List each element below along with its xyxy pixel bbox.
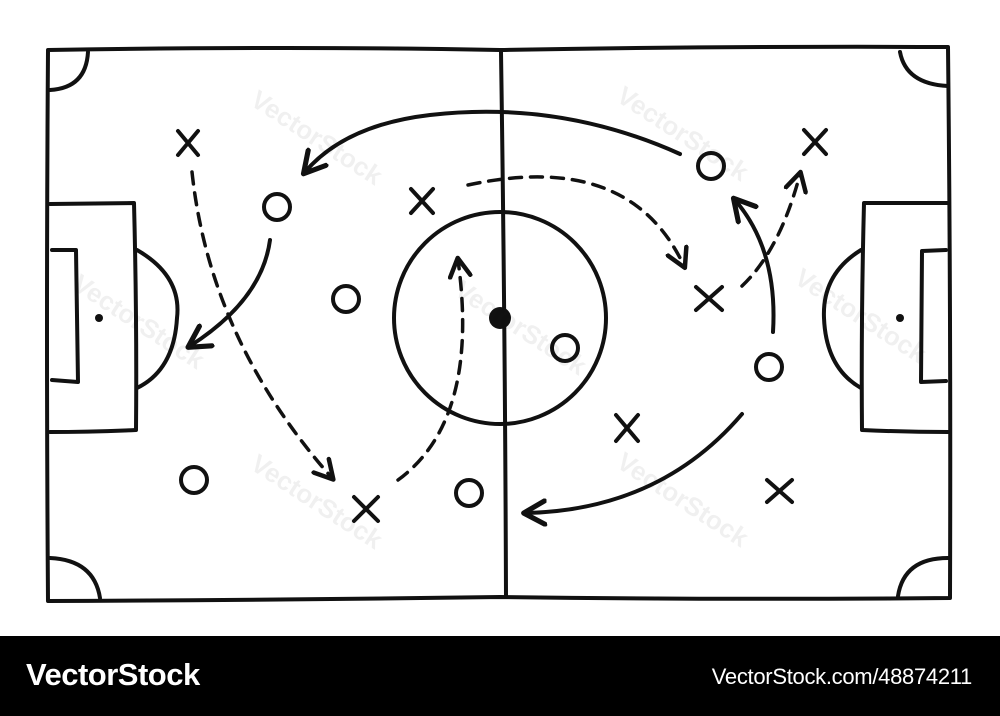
- corner-arc-bottom-right: [896, 556, 950, 598]
- player-x: [802, 128, 828, 156]
- player-o: [550, 333, 580, 363]
- image-id-text: VectorStock.com/48874211: [711, 664, 973, 689]
- corner-arc-top-left: [48, 50, 90, 92]
- left-penalty-arc: [135, 248, 180, 390]
- player-o: [262, 192, 292, 222]
- player-o: [696, 151, 726, 181]
- center-spot: [489, 307, 511, 329]
- brand-logo-text: VectorStock: [26, 657, 200, 692]
- player-x: [765, 478, 794, 504]
- player-o: [754, 352, 784, 382]
- left-penalty-spot: [95, 314, 103, 322]
- player-o: [331, 284, 361, 314]
- player-x: [409, 187, 435, 215]
- pitch-outline: [45, 44, 953, 603]
- pass-arrow: [305, 109, 682, 172]
- pass-arrow: [190, 238, 272, 346]
- player-x: [614, 413, 640, 443]
- corner-arc-bottom-left: [48, 556, 102, 600]
- corner-arc-top-right: [898, 50, 950, 88]
- left-penalty-box: [48, 201, 139, 434]
- run-arrow: [466, 175, 684, 266]
- player-o: [179, 465, 209, 495]
- player-o: [454, 478, 484, 508]
- right-goal-box: [919, 248, 948, 384]
- run-arrow: [740, 174, 800, 288]
- pass-arrow: [526, 412, 744, 513]
- right-penalty-box: [859, 201, 950, 434]
- right-penalty-spot: [896, 314, 904, 322]
- left-goal-box: [50, 248, 80, 384]
- right-penalty-arc: [821, 248, 863, 390]
- player-x: [176, 129, 200, 157]
- tactics-diagram: [45, 44, 953, 603]
- player-x: [694, 285, 724, 312]
- run-arrow: [190, 170, 332, 478]
- center-circle: [392, 210, 608, 426]
- pass-arrow: [735, 200, 776, 334]
- run-arrow: [396, 260, 463, 482]
- player-x: [352, 495, 380, 523]
- footer-bar: VectorStock VectorStock.com/48874211: [0, 636, 1000, 716]
